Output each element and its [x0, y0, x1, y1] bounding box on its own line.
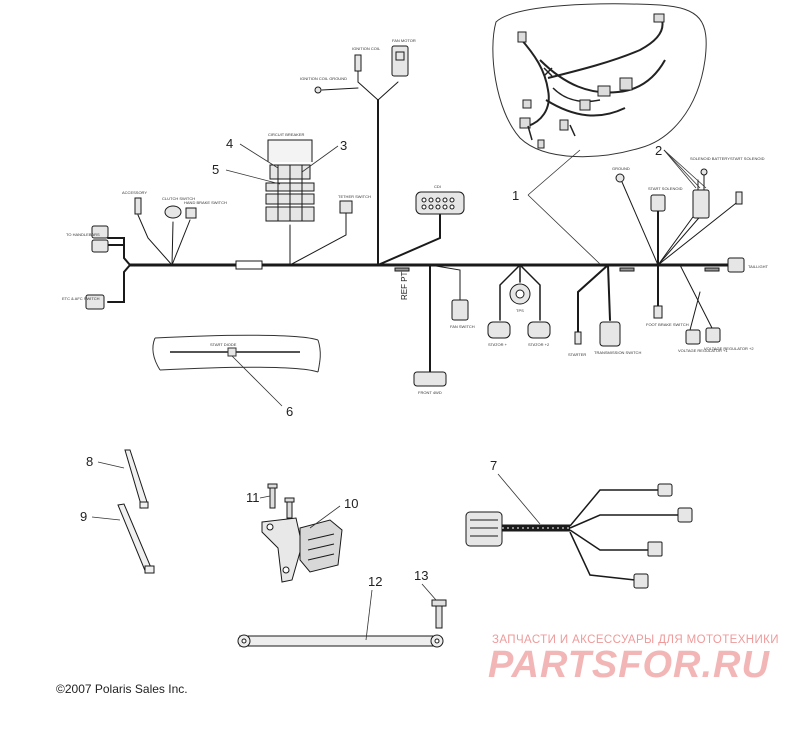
label-clutch-switch: CLUTCH SWITCH [162, 196, 195, 201]
label-start-solenoid-2: START SOLENOID [730, 156, 765, 161]
label-transmission-switch: TRANSMISSION SWITCH [594, 350, 641, 355]
label-voltage-regulator-2: VOLTAGE REGULATOR +2 [704, 346, 754, 351]
main-harness [107, 59, 741, 373]
callout-9: 9 [80, 509, 87, 524]
callout-6: 6 [286, 404, 293, 419]
handlebar-connector-upper [91, 225, 109, 239]
label-ignition-coil: IGNITION COIL [352, 46, 381, 51]
label-circuit-breaker: CIRCUIT BREAKER [268, 132, 304, 137]
label-fan-motor: FAN MOTOR [392, 38, 416, 43]
callout-3: 3 [340, 138, 347, 153]
handlebar-connector-lower [91, 239, 109, 253]
label-ref-pt: REF PT [400, 271, 409, 300]
callout-1: 1 [512, 188, 519, 203]
callout-2: 2 [655, 143, 662, 158]
label-ignition-coil-ground: IGNITION COIL GROUND [300, 76, 347, 81]
ground-strap [237, 634, 444, 648]
cable-ties [117, 449, 155, 574]
label-start-solenoid: START SOLENOID [648, 186, 683, 191]
label-cdi: CDI [434, 184, 441, 189]
label-to-handlebars: TO HANDLEBARS [66, 232, 100, 237]
label-starter: STARTER [568, 352, 586, 357]
callout-numbers: 1 2 3 4 5 6 7 8 9 10 11 12 13 [80, 136, 662, 589]
callout-4: 4 [226, 136, 233, 151]
harness-inset [492, 3, 707, 158]
callout-5: 5 [212, 162, 219, 177]
connectors [85, 45, 745, 387]
watermark-logo: PARTSFOR.RU [488, 644, 770, 686]
circuit-breaker [265, 139, 315, 222]
label-tether-switch: TETHER SWITCH [338, 194, 371, 199]
label-ground: GROUND [612, 166, 630, 171]
label-etc-afc-switch: ETC & AFC SWITCH [62, 296, 100, 301]
label-fan-switch: FAN SWITCH [450, 324, 475, 329]
sub-harness [465, 483, 693, 589]
component-labels: IGNITION COIL IGNITION COIL GROUND FAN M… [62, 38, 768, 395]
label-solenoid-battery: SOLENOID BATTERY [690, 156, 730, 161]
callout-8: 8 [86, 454, 93, 469]
etc-afc-connector [85, 294, 105, 310]
label-foot-brake-switch: FOOT BRAKE SWITCH [646, 322, 689, 327]
label-taillight: TAILLIGHT [748, 264, 768, 269]
label-voltage-regulator-1: VOLTAGE REGULATOR +1 [678, 348, 728, 353]
callout-12: 12 [368, 574, 382, 589]
bolt [431, 599, 447, 629]
label-stator-a: STATOR + [488, 342, 508, 347]
label-front-4wd: FRONT 4WD [418, 390, 442, 395]
callout-13: 13 [414, 568, 428, 583]
cdi-connector [415, 191, 465, 215]
callout-10: 10 [344, 496, 358, 511]
callout-11: 11 [246, 490, 260, 505]
callout-7: 7 [490, 458, 497, 473]
label-start-diode: START DIODE [210, 342, 237, 347]
leader-lines [91, 143, 707, 641]
label-stator-b: STATOR +2 [528, 342, 550, 347]
watermark-subtitle: ЗАПЧАСТИ И АКСЕССУАРЫ ДЛЯ МОТОТЕХНИКИ [492, 634, 779, 646]
start-diode-assembly [152, 334, 321, 373]
bracket-relay-assembly [261, 483, 343, 583]
label-hand-brake-switch: HAND BRAKE SWITCH [184, 200, 227, 205]
label-accessory: ACCESSORY [122, 190, 147, 195]
label-tps: TPS [516, 308, 524, 313]
copyright-notice: ©2007 Polaris Sales Inc. [56, 682, 188, 696]
